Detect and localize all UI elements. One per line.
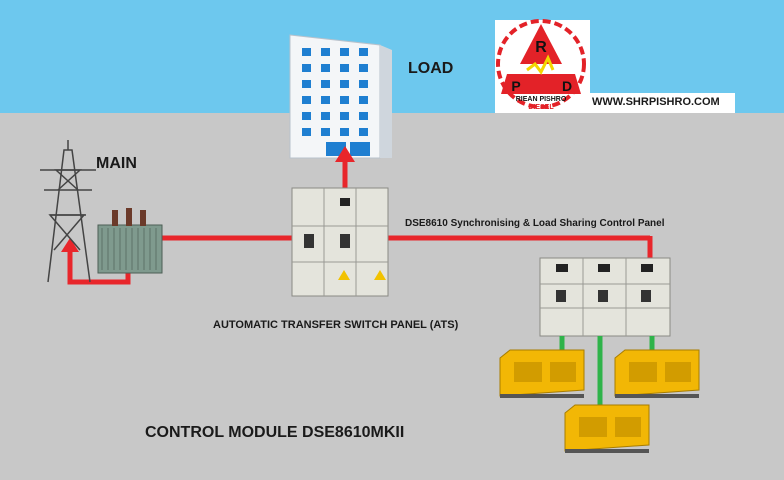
website-label: WWW.SHRPISHRO.COM	[592, 96, 720, 108]
sync-panel-label: DSE8610 Synchronising & Load Sharing Con…	[405, 218, 665, 229]
power-lines	[67, 160, 653, 285]
ats-panel-icon	[291, 187, 389, 297]
generator-icon	[499, 349, 585, 398]
main-label: MAIN	[96, 155, 137, 172]
building-icon	[289, 34, 392, 159]
svg-text:R: R	[535, 39, 547, 56]
arrow-up-icon	[335, 146, 355, 162]
ats-label: AUTOMATIC TRANSFER SWITCH PANEL (ATS)	[213, 319, 459, 331]
transmission-tower-icon	[40, 140, 96, 283]
arrow-up-icon	[61, 238, 79, 252]
generators	[499, 349, 700, 453]
load-label: LOAD	[408, 60, 454, 77]
svg-text:P: P	[511, 78, 520, 94]
transformer-icon	[97, 208, 163, 274]
generator-lines	[559, 336, 655, 408]
svg-text:RIEAN PISHRO: RIEAN PISHRO	[516, 96, 567, 103]
svg-text:D: D	[562, 78, 572, 94]
svg-text:DIESEL: DIESEL	[528, 104, 554, 111]
generator-icon	[614, 349, 700, 398]
company-logo: R P D RIEAN PISHRO DIESEL	[495, 19, 735, 113]
generator-icon	[564, 404, 650, 453]
module-label: CONTROL MODULE DSE8610MKII	[145, 424, 405, 441]
sync-panel-icon	[539, 257, 671, 337]
